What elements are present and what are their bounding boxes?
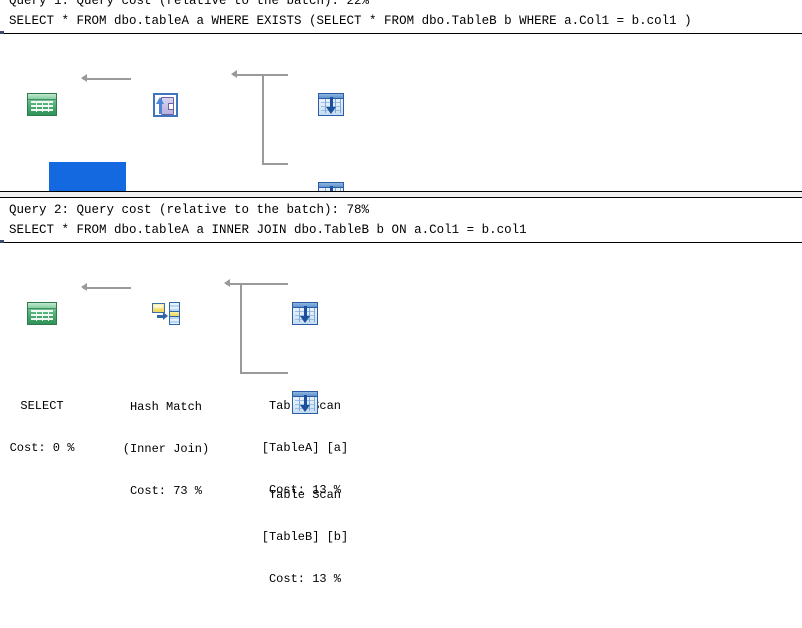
select-result-icon bbox=[6, 65, 78, 144]
query-2-header-block: Query 2: Query cost (relative to the bat… bbox=[0, 198, 802, 240]
query-2-sql-text: SELECT * FROM dbo.tableA a INNER JOIN db… bbox=[9, 223, 527, 237]
connector-join-to-branch bbox=[233, 74, 263, 76]
query-1-plan-canvas: SELECT Cost: 0 % Nested Loops (Left Semi… bbox=[0, 34, 802, 377]
plan-node-table-scan-b[interactable]: Table Scan [TableB] [b] Cost: 13 % bbox=[246, 335, 364, 628]
table-scan-icon bbox=[246, 363, 364, 442]
plan-node-hash-match-line-2: Cost: 73 % bbox=[129, 484, 202, 498]
table-scan-icon bbox=[272, 65, 390, 144]
query-1-sql-text: SELECT * FROM dbo.tableA a WHERE EXISTS … bbox=[9, 14, 692, 28]
connector-scan-b-to-branch bbox=[240, 372, 288, 374]
plan-node-select[interactable]: SELECT Cost: 0 % bbox=[6, 246, 78, 497]
plan-pane-splitter[interactable] bbox=[0, 191, 802, 198]
arrowhead-into-select bbox=[81, 283, 87, 291]
plan-node-table-scan-b-line-1: [TableB] [b] bbox=[261, 530, 349, 544]
query-1-header-rule bbox=[0, 33, 802, 34]
plan-node-hash-match[interactable]: Hash Match (Inner Join) Cost: 73 % bbox=[104, 246, 228, 540]
plan-node-hash-match-labels: Hash Match (Inner Join) Cost: 73 % bbox=[104, 386, 228, 526]
connector-scan-a-to-join bbox=[262, 74, 288, 76]
connector-join-to-select bbox=[83, 287, 131, 289]
query-2-header-rule bbox=[0, 242, 802, 243]
connector-branch-vertical bbox=[262, 74, 264, 163]
plan-node-table-scan-b-labels: Table Scan [TableB] [b] Cost: 13 % bbox=[246, 474, 364, 614]
connector-scan-b-to-branch bbox=[262, 163, 288, 165]
plan-node-hash-match-line-0: Hash Match bbox=[129, 400, 202, 414]
arrowhead-into-select bbox=[81, 74, 87, 82]
hash-match-icon bbox=[104, 274, 228, 354]
plan-node-select-line-1: Cost: 0 % bbox=[9, 441, 75, 455]
connector-scan-a-to-join bbox=[240, 283, 288, 285]
connector-join-to-branch bbox=[226, 283, 242, 285]
table-scan-icon bbox=[246, 274, 364, 353]
connector-join-to-select bbox=[83, 78, 131, 80]
connector-branch-vertical bbox=[240, 283, 242, 372]
select-result-icon bbox=[6, 274, 78, 353]
plan-node-hash-match-line-1: (Inner Join) bbox=[122, 442, 210, 456]
arrowhead-into-join bbox=[231, 70, 237, 78]
plan-node-table-scan-b-line-0: Table Scan bbox=[268, 488, 341, 502]
nested-loops-icon bbox=[96, 65, 234, 145]
plan-node-select-line-0: SELECT bbox=[20, 399, 64, 413]
query-1-cost-header: Query 1: Query cost (relative to the bat… bbox=[9, 0, 370, 8]
plan-node-select-labels: SELECT Cost: 0 % bbox=[6, 385, 78, 483]
query-1-header-block: Query 1: Query cost (relative to the bat… bbox=[0, 0, 802, 31]
query-2-cost-header: Query 2: Query cost (relative to the bat… bbox=[9, 203, 370, 217]
execution-plan-panel-query-2: Query 2: Query cost (relative to the bat… bbox=[0, 198, 802, 586]
plan-node-table-scan-b-line-2: Cost: 13 % bbox=[268, 572, 341, 586]
query-2-plan-canvas: SELECT Cost: 0 % Hash Match (Inner Join)… bbox=[0, 243, 802, 586]
execution-plan-panel-query-1: Query 1: Query cost (relative to the bat… bbox=[0, 0, 802, 377]
